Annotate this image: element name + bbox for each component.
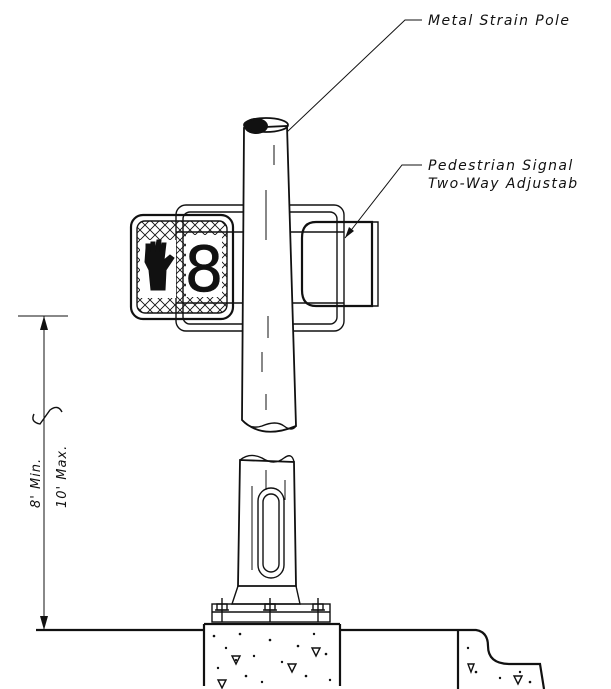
signal-label-line1: Pedestrian Signal bbox=[428, 158, 574, 174]
pedestrian-signal-head: 8 bbox=[129, 213, 235, 321]
pole-label: Metal Strain Pole bbox=[428, 13, 570, 29]
curb bbox=[456, 628, 546, 689]
hand-icon bbox=[140, 239, 176, 298]
signal-visor bbox=[300, 220, 379, 308]
anchor-bolts bbox=[215, 598, 325, 622]
height-dimension bbox=[18, 315, 68, 630]
countdown-digit: 8 bbox=[184, 233, 223, 306]
pole-lower bbox=[237, 454, 297, 587]
signal-leader bbox=[344, 164, 422, 239]
concrete-foundation bbox=[202, 622, 342, 689]
signal-label-line2: Two-Way Adjustab bbox=[428, 176, 579, 192]
dimension-min: 8' Min. bbox=[29, 458, 44, 508]
pole-upper bbox=[241, 117, 297, 433]
dimension-max: 10' Max. bbox=[55, 445, 70, 508]
pole-leader bbox=[267, 19, 422, 151]
